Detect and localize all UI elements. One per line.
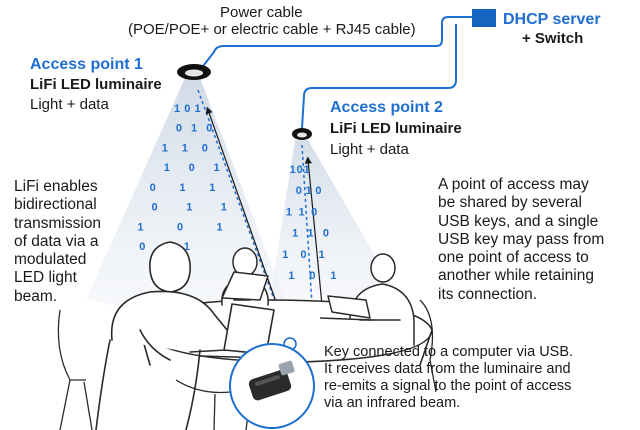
power-cable-detail: (POE/POE+ or electric cable + RJ45 cable… <box>128 21 416 38</box>
data-digit: 1 <box>282 249 288 261</box>
laptop-center-sketch <box>221 271 269 301</box>
data-digit: 0 <box>315 185 321 197</box>
data-digit: 1 <box>221 202 227 214</box>
beam-arrow-ap1-down <box>197 89 287 333</box>
ap1-title: Access point 1 <box>30 56 143 73</box>
person-front-sketch <box>95 241 234 430</box>
data-digit: 1 <box>304 164 310 176</box>
right-text-line: one point of access to <box>438 249 589 267</box>
data-digit: 1 <box>186 202 192 214</box>
left-text-line: LiFi enables <box>14 178 98 195</box>
ap1-luminaire: LiFi LED luminaire <box>30 76 162 93</box>
ap2-luminaire: LiFi LED luminaire <box>330 120 462 137</box>
chair-right-sketch <box>419 299 437 393</box>
bottom-text-line: Key connected to a computer via USB. <box>324 344 574 360</box>
data-digit: 1 <box>217 221 223 233</box>
right-text-block: A point of access may be shared by sever… <box>438 176 604 304</box>
data-digit: 1 <box>290 164 296 176</box>
data-digit: 0 <box>311 206 317 218</box>
data-digit: 1 <box>286 206 292 218</box>
data-digit: 0 <box>301 249 307 261</box>
ap2-desc: Light + data <box>330 141 409 158</box>
data-digit: 0 <box>177 221 183 233</box>
data-digit: 1 <box>162 142 168 154</box>
left-text-line: modulated <box>14 251 87 269</box>
luminaire-ap1-icon <box>177 64 211 80</box>
dhcp-server-icon <box>472 9 496 27</box>
power-cable-label: Power cable <box>220 4 303 21</box>
bottom-text-line: re-emits a signal to the point of access <box>324 378 572 395</box>
usb-key-icon <box>248 360 295 401</box>
data-digit: 0 <box>323 228 329 240</box>
data-digit: 1 <box>319 249 325 261</box>
data-digit: 1 <box>306 185 312 197</box>
right-text-line: USB key may pass from <box>438 230 605 248</box>
left-text-line: transmission <box>14 214 101 232</box>
data-digit: 1 <box>137 221 143 233</box>
data-digit: 0 <box>309 270 315 282</box>
data-digit: 0 <box>297 164 303 176</box>
data-digit: 1 <box>164 162 170 174</box>
right-text-line: USB keys, and a single <box>438 212 599 230</box>
left-text-line: bidirectional <box>14 196 97 214</box>
left-text-block: LiFi enables bidirectional transmission … <box>14 178 101 306</box>
data-digit: 0 <box>202 142 208 154</box>
data-digit: 0 <box>296 185 302 197</box>
data-digit: 0 <box>184 103 190 115</box>
dhcp-server-title: DHCP server <box>503 11 601 28</box>
data-digit: 1 <box>330 270 336 282</box>
light-beam-ap2 <box>265 140 395 330</box>
chair-left-sketch <box>57 309 93 430</box>
right-text-line: be shared by several <box>438 194 582 212</box>
laptop-right-sketch <box>319 295 373 321</box>
data-digit: 0 <box>139 241 145 253</box>
beam-arrow-ap1-up <box>205 106 287 331</box>
data-digit: 1 <box>214 162 220 174</box>
bottom-text-line: It receives data from the luminaire and <box>324 361 571 378</box>
data-digit: 1 <box>174 103 180 115</box>
left-text-line: LED light <box>14 269 77 287</box>
luminaire-ap2-icon <box>292 128 312 140</box>
data-digit: 1 <box>308 228 314 240</box>
power-cable-ap2 <box>301 24 457 129</box>
right-text-line: another while retaining <box>438 267 594 285</box>
data-digit: 0 <box>176 123 182 135</box>
ap2-title: Access point 2 <box>330 99 443 116</box>
ap1-desc: Light + data <box>30 96 109 113</box>
data-digit: 1 <box>288 270 294 282</box>
power-cable-ap1 <box>199 16 472 71</box>
data-digit: 1 <box>292 228 298 240</box>
data-digit: 1 <box>209 182 215 194</box>
right-text-line: A point of access may <box>438 176 589 193</box>
left-text-line: of data via a <box>14 232 99 250</box>
data-digit: 1 <box>184 241 190 253</box>
right-text-line: its connection. <box>438 285 538 303</box>
data-digit: 1 <box>182 142 188 154</box>
beam-arrow-ap2-up <box>304 156 323 306</box>
data-digit: 1 <box>191 123 197 135</box>
data-digit: 1 <box>299 206 305 218</box>
data-digit: 0 <box>150 182 156 194</box>
dhcp-server-subtitle: + Switch <box>522 30 584 47</box>
left-text-line: beam. <box>14 287 58 305</box>
bottom-text-block: Key connected to a computer via USB. It … <box>324 344 573 412</box>
data-digit: 0 <box>206 123 212 135</box>
data-digit: 0 <box>189 162 195 174</box>
beam-arrow-ap2-left <box>301 144 313 306</box>
bottom-text-line: via an infrared beam. <box>324 395 461 412</box>
data-digit: 1 <box>195 103 201 115</box>
data-digit: 1 <box>179 182 185 194</box>
data-digit: 0 <box>152 202 158 214</box>
